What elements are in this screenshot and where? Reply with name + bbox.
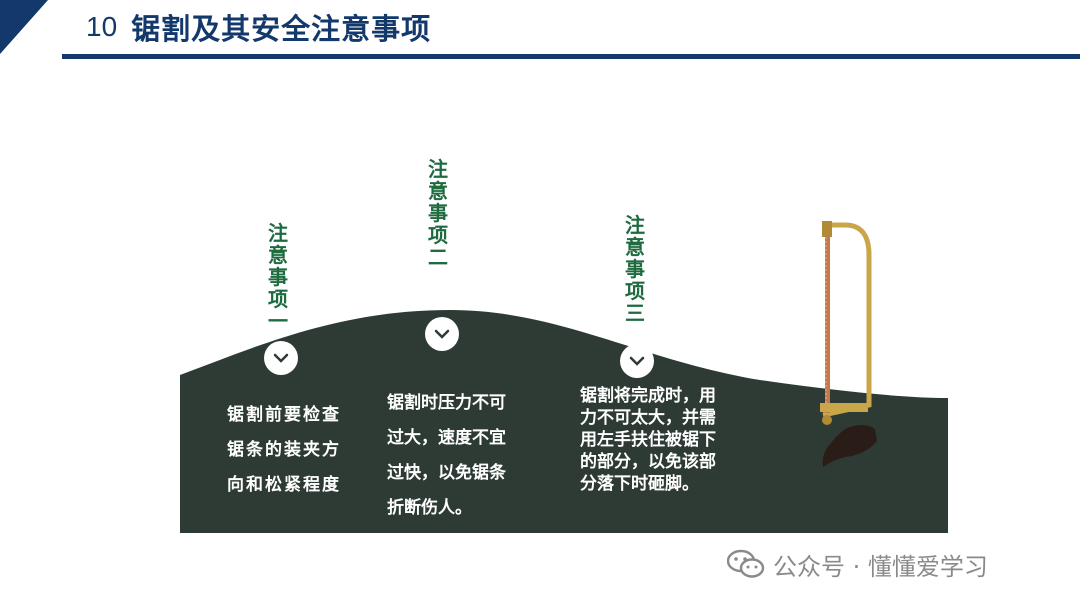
item-1-chevron-button[interactable] <box>264 341 298 375</box>
item-3-label: 注意事项三 <box>625 213 645 325</box>
item-2-label: 注意事项二 <box>428 157 448 269</box>
slide-number: 10 <box>86 11 118 42</box>
item-2-text: 锯割时压力不可过大，速度不宜过快，以免锯条折断伤人。 <box>387 393 506 518</box>
header-underline <box>62 54 1080 59</box>
item-3-chevron-button[interactable] <box>620 344 654 378</box>
page-title: 10 锯割及其安全注意事项 <box>86 6 431 48</box>
hacksaw-icon <box>820 221 877 467</box>
watermark: 公众号 · 懂懂爱学习 <box>727 548 988 581</box>
item-1-label: 注意事项一 <box>268 221 288 333</box>
chevron-down-icon <box>273 353 289 363</box>
title-text: 锯割及其安全注意事项 <box>131 12 432 46</box>
chevron-down-icon <box>434 329 450 339</box>
item-2-chevron-button[interactable] <box>425 317 459 351</box>
header-corner-triangle <box>0 0 48 54</box>
watermark-text: 公众号 · 懂懂爱学习 <box>773 552 988 581</box>
chevron-down-icon <box>629 356 645 366</box>
item-1-text: 锯割前要检查锯条的装夹方向和松紧程度 <box>227 405 341 495</box>
wechat-icon <box>727 549 765 578</box>
item-3-text: 锯割将完成时，用力不可太大，并需用左手扶住被锯下的部分，以免该部分落下时砸脚。 <box>580 386 716 494</box>
